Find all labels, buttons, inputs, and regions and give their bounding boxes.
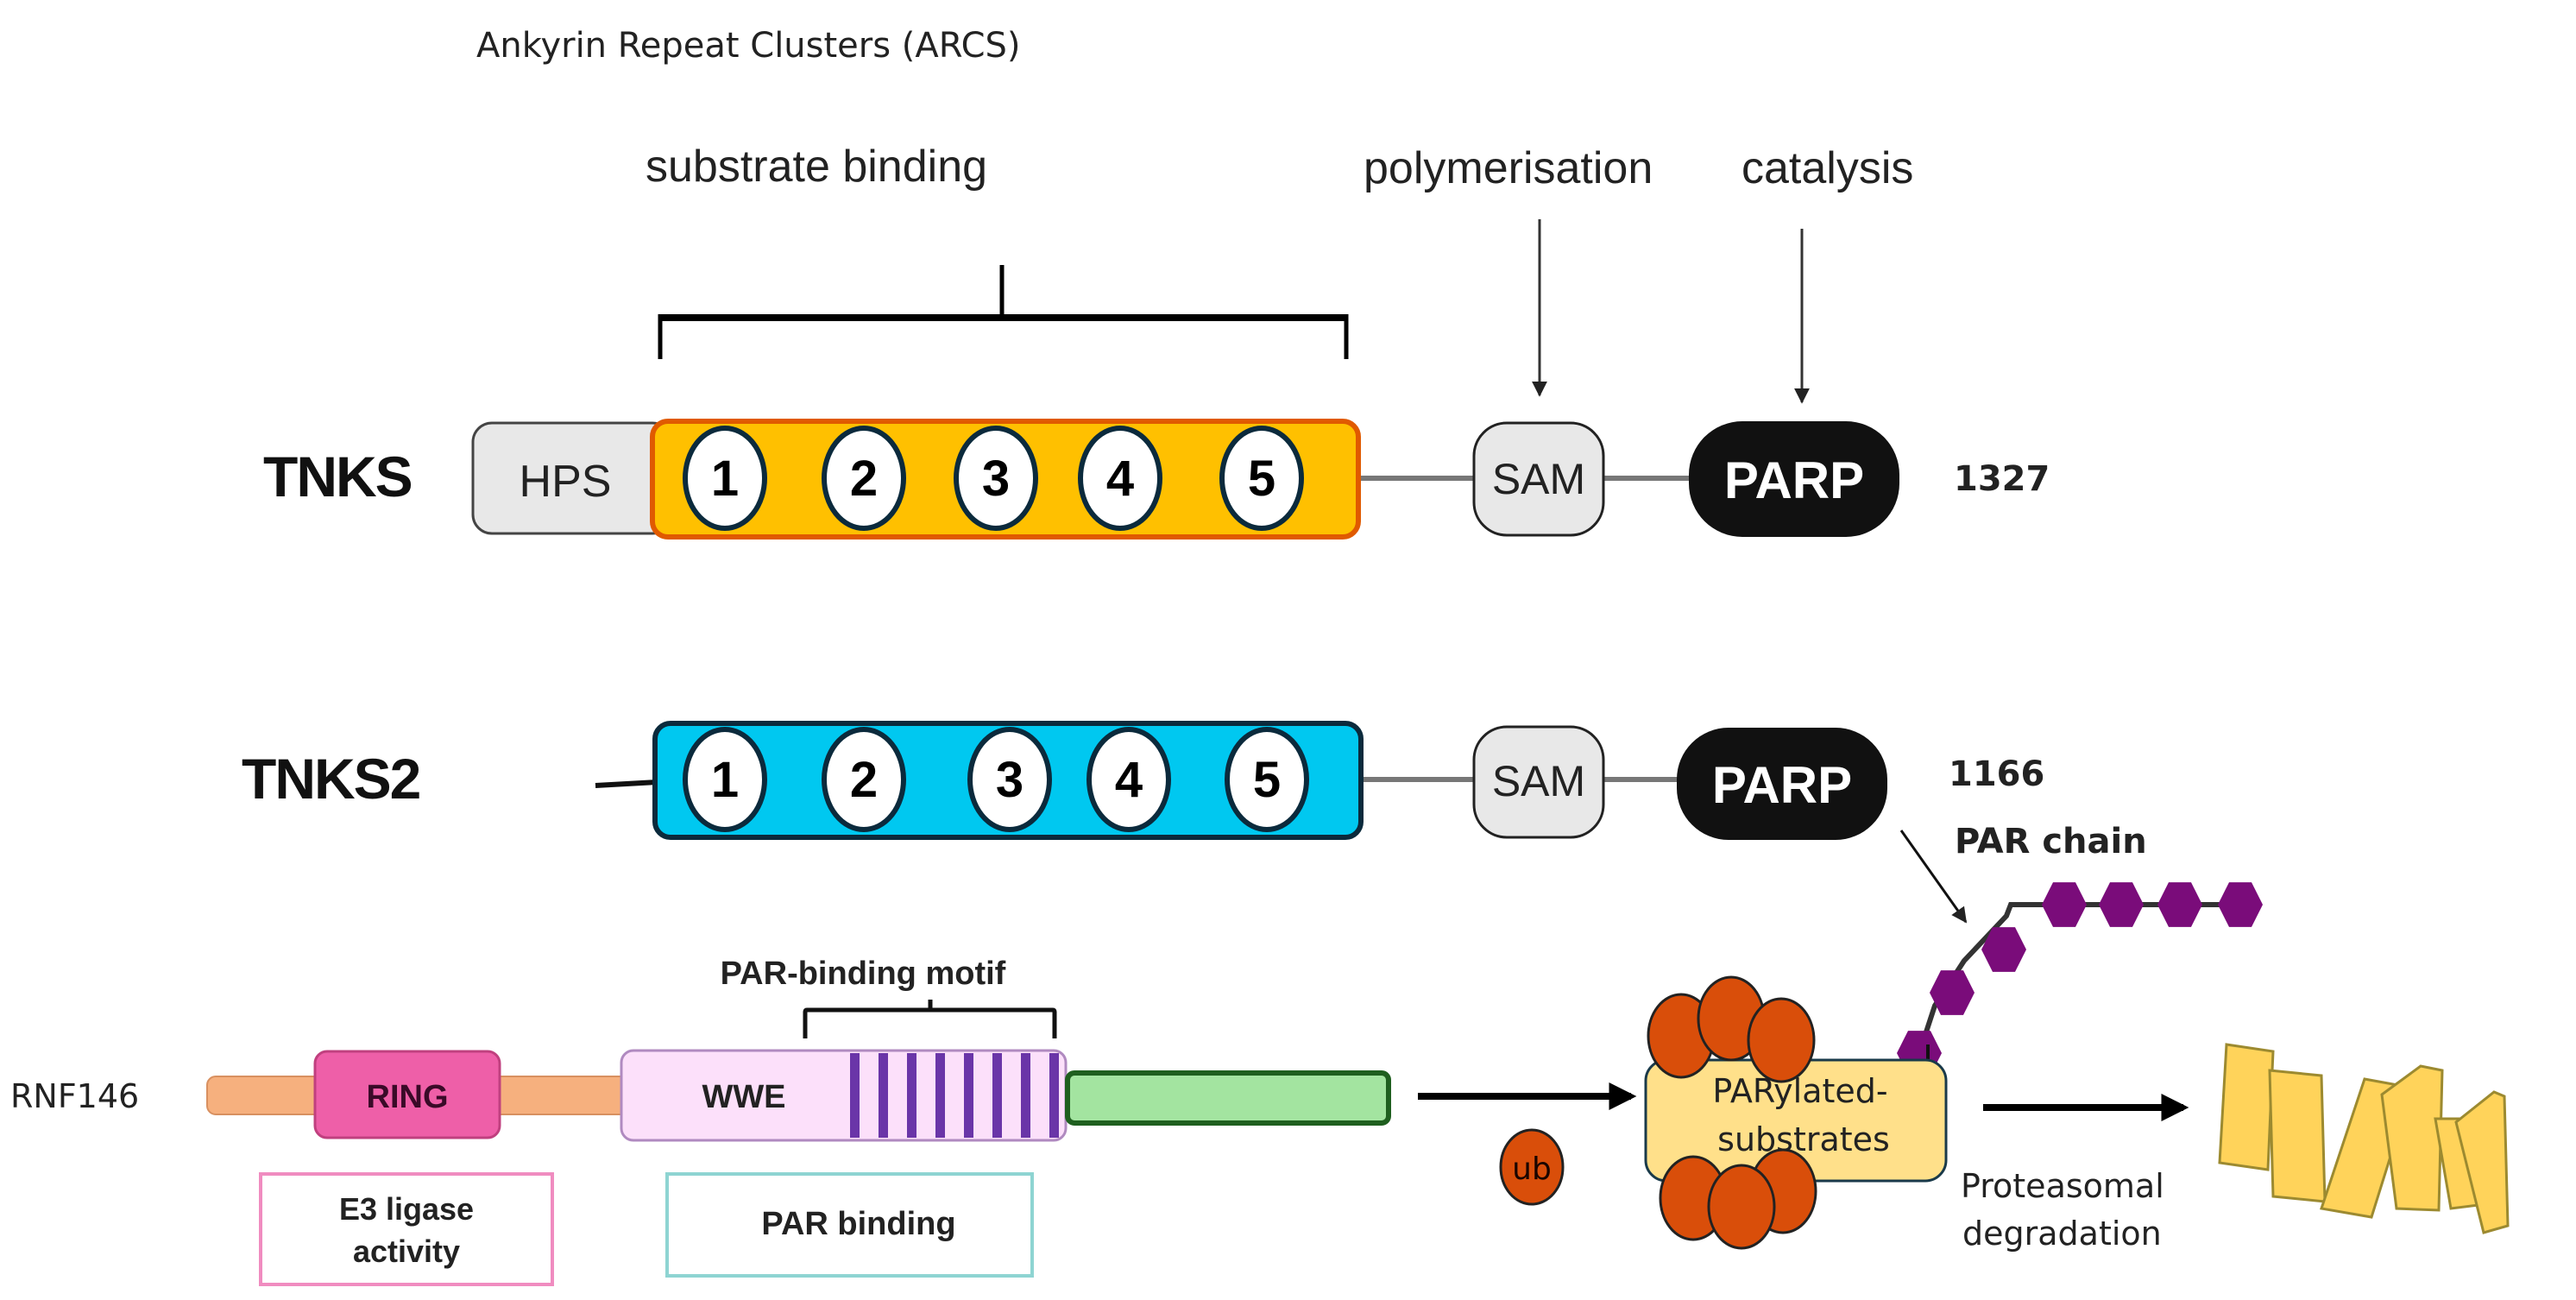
arc-repeat-5: 5 bbox=[1219, 426, 1304, 531]
arc-repeat-circle bbox=[1078, 426, 1162, 531]
arc-repeat-number: 2 bbox=[850, 752, 878, 808]
arc-repeat-circle bbox=[1225, 727, 1309, 832]
ubiquitin-label: ub bbox=[1512, 1152, 1552, 1187]
tnks-label: TNKS bbox=[263, 445, 412, 508]
par-binding-box bbox=[665, 1172, 1034, 1278]
ring-label: RING bbox=[367, 1079, 449, 1115]
tnks2-parp-domain bbox=[1677, 728, 1887, 840]
arc-repeat-number: 2 bbox=[850, 451, 878, 507]
par-unit-hexagon bbox=[2042, 882, 2087, 927]
label-catalysis: catalysis bbox=[1741, 143, 1913, 193]
arc-repeat-circle bbox=[1219, 426, 1304, 531]
par-unit-hexagon bbox=[1981, 927, 2026, 972]
arc-repeat-circle bbox=[954, 426, 1038, 531]
arc-repeat-5: 5 bbox=[1225, 727, 1309, 832]
arc-repeat-3: 3 bbox=[954, 426, 1038, 531]
tnks-arc-repeats: 1 2 3 4 5 bbox=[683, 426, 1304, 531]
tnks2-parp-label: PARP bbox=[1712, 756, 1852, 814]
arc-repeat-2: 2 bbox=[822, 727, 906, 832]
motif-stripe bbox=[879, 1053, 888, 1138]
arc-repeat-circle bbox=[822, 426, 906, 531]
par-binding-label: PAR binding bbox=[761, 1206, 955, 1242]
arc-repeat-2: 2 bbox=[822, 426, 906, 531]
arc-repeat-4: 4 bbox=[1086, 727, 1171, 832]
e3-ligase-line2: activity bbox=[353, 1234, 460, 1269]
motif-stripe bbox=[935, 1053, 945, 1138]
tnks2-length: 1166 bbox=[1949, 754, 2044, 794]
proteasome-icon bbox=[2218, 1043, 2510, 1234]
tnks-hps-label: HPS bbox=[520, 457, 612, 507]
par-unit-hexagon bbox=[2218, 882, 2263, 927]
arc-repeat-3: 3 bbox=[967, 727, 1052, 832]
motif-stripe bbox=[992, 1053, 1002, 1138]
par-chain bbox=[1897, 882, 2263, 1131]
rnf146-label: RNF146 bbox=[10, 1077, 139, 1115]
tnks2-nterm-line bbox=[595, 779, 658, 788]
tnks2-arc-repeats: 1 2 3 4 5 bbox=[683, 727, 1309, 832]
diagram-title: Ankyrin Repeat Clusters (ARCS) bbox=[476, 26, 1021, 66]
ubiquitin-unit bbox=[1747, 997, 1816, 1083]
tnks-parp-label: PARP bbox=[1724, 451, 1864, 509]
ubiquitin-chain-bottom bbox=[1659, 1148, 1817, 1250]
arc-bracket bbox=[658, 265, 1349, 359]
arc-repeat-circle bbox=[1086, 727, 1171, 832]
substrate-label-line2: substrates bbox=[1717, 1120, 1890, 1158]
motif-stripe bbox=[907, 1053, 916, 1138]
motif-stripe bbox=[964, 1053, 973, 1138]
tnks2-sam-label: SAM bbox=[1492, 757, 1585, 805]
motif-stripe bbox=[1021, 1053, 1030, 1138]
arc-repeat-1: 1 bbox=[683, 426, 767, 531]
tnks2-protein: TNKS2 1 2 3 4 5 SAM PARP 1166 bbox=[242, 721, 2044, 840]
arc-repeat-circle bbox=[967, 727, 1052, 832]
arc-repeat-4: 4 bbox=[1078, 426, 1162, 531]
arc-repeat-number: 3 bbox=[996, 752, 1023, 808]
arc-repeat-number: 3 bbox=[982, 451, 1010, 507]
ubiquitin-icon bbox=[1499, 1128, 1565, 1206]
motif-stripe bbox=[1049, 1053, 1059, 1138]
e3-ligase-box bbox=[259, 1172, 554, 1286]
arc-repeat-number: 5 bbox=[1248, 451, 1275, 507]
rnf146-c-terminal-domain bbox=[1065, 1070, 1391, 1126]
motif-stripe bbox=[850, 1053, 860, 1138]
tnks-parp-domain bbox=[1689, 421, 1899, 537]
arc-repeat-circle bbox=[683, 727, 767, 832]
tnks-sam-domain bbox=[1472, 421, 1605, 537]
par-binding-motif-label: PAR-binding motif bbox=[721, 956, 1006, 992]
arc-repeat-number: 4 bbox=[1115, 752, 1143, 808]
label-polymerisation: polymerisation bbox=[1364, 143, 1653, 193]
par-unit-hexagon bbox=[2157, 882, 2202, 927]
degradation-label-line2: degradation bbox=[1962, 1215, 2162, 1253]
par-binding-motif-bracket bbox=[803, 1000, 1057, 1038]
substrate-label-line1: PARylated- bbox=[1712, 1072, 1887, 1110]
par-unit-hexagon bbox=[2099, 882, 2144, 927]
ubiquitin-chain-top bbox=[1647, 975, 1816, 1083]
ring-domain bbox=[313, 1050, 501, 1139]
arc-repeat-circle bbox=[822, 727, 906, 832]
degradation-label-line1: Proteasomal bbox=[1961, 1167, 2164, 1205]
arc-repeat-number: 5 bbox=[1253, 752, 1281, 808]
tnks2-sam-domain bbox=[1472, 725, 1605, 839]
ubiquitin-unit bbox=[1707, 1164, 1776, 1250]
par-unit-hexagon bbox=[1930, 970, 1975, 1015]
arc-repeat-number: 1 bbox=[711, 451, 739, 507]
tnks2-label: TNKS2 bbox=[242, 747, 420, 811]
par-chain-label: PAR chain bbox=[1955, 822, 2147, 861]
tnks-length: 1327 bbox=[1954, 459, 2050, 499]
tnks-protein: TNKS HPS 1 2 3 4 5 SAM PARP 1327 bbox=[263, 419, 2050, 540]
par-binding-motif-stripes bbox=[850, 1053, 1059, 1138]
e3-ligase-line1: E3 ligase bbox=[339, 1191, 474, 1227]
rnf146-protein: RNF146 RING WWE PAR-binding motif E3 lig… bbox=[10, 956, 1391, 1286]
wwe-label: WWE bbox=[702, 1079, 785, 1115]
label-substrate-binding: substrate binding bbox=[646, 142, 987, 192]
arc-repeat-number: 4 bbox=[1106, 451, 1134, 507]
par-chain-arrow bbox=[1899, 830, 1968, 924]
arc-repeat-circle bbox=[683, 426, 767, 531]
arc-repeat-number: 1 bbox=[711, 752, 739, 808]
tnks-sam-label: SAM bbox=[1492, 455, 1585, 503]
parylated-substrates: PARylated- substrates bbox=[1644, 975, 1948, 1250]
arc-repeat-1: 1 bbox=[683, 727, 767, 832]
